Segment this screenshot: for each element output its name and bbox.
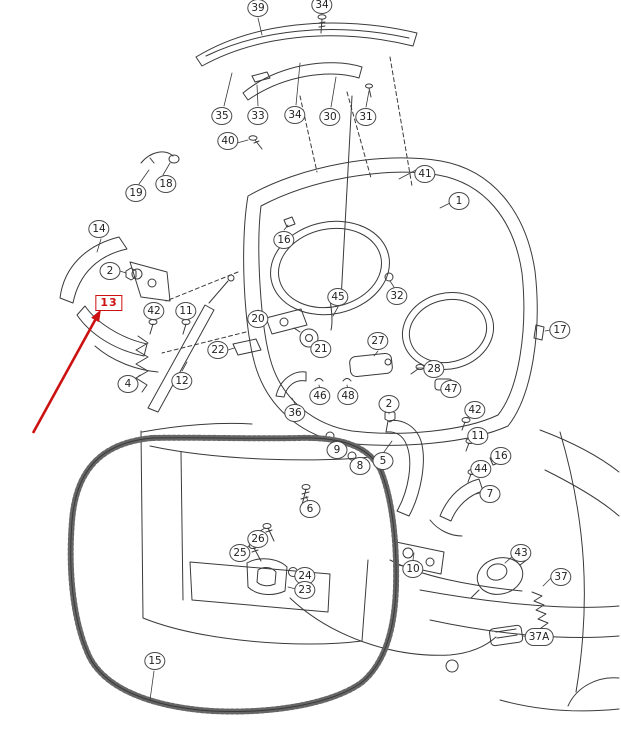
- trunk-seal: [67, 434, 400, 715]
- callout-8[interactable]: 8: [349, 457, 371, 475]
- callout-2[interactable]: 2: [99, 262, 121, 280]
- callout-47[interactable]: 47: [440, 380, 462, 398]
- callout-5[interactable]: 5: [372, 452, 394, 470]
- callout-7[interactable]: 7: [479, 485, 501, 503]
- callout-34[interactable]: 34: [284, 106, 306, 124]
- callout-26[interactable]: 26: [247, 530, 269, 548]
- callout-37a[interactable]: 37A: [524, 628, 554, 646]
- callout-11[interactable]: 11: [467, 427, 489, 445]
- callout-48[interactable]: 48: [337, 387, 359, 405]
- callout-21[interactable]: 21: [310, 340, 332, 358]
- callout-14[interactable]: 14: [88, 220, 110, 238]
- callout-19[interactable]: 19: [125, 184, 147, 202]
- callout-45[interactable]: 45: [327, 288, 349, 306]
- car-body-outline: [389, 429, 620, 712]
- callout-16[interactable]: 16: [273, 231, 295, 249]
- callout-18[interactable]: 18: [155, 175, 177, 193]
- callout-32[interactable]: 32: [386, 287, 408, 305]
- callout-28[interactable]: 28: [423, 360, 445, 378]
- callout-20[interactable]: 20: [247, 310, 269, 328]
- callout-33[interactable]: 33: [247, 107, 269, 125]
- spoiler-strips: [195, 22, 418, 101]
- highlight-part-label[interactable]: 13: [95, 295, 123, 311]
- callout-9[interactable]: 9: [326, 441, 348, 459]
- callout-36[interactable]: 36: [284, 404, 306, 422]
- callout-34[interactable]: 34: [311, 0, 333, 14]
- callout-39[interactable]: 39: [247, 0, 269, 17]
- callout-42[interactable]: 42: [143, 302, 165, 320]
- callout-30[interactable]: 30: [319, 108, 341, 126]
- lock-cylinder-group: [289, 557, 549, 673]
- callout-42[interactable]: 42: [464, 401, 486, 419]
- callout-2[interactable]: 2: [378, 395, 400, 413]
- callout-4[interactable]: 4: [117, 375, 139, 393]
- callout-31[interactable]: 31: [355, 108, 377, 126]
- callout-41[interactable]: 41: [414, 165, 436, 183]
- callout-27[interactable]: 27: [367, 332, 389, 350]
- callout-10[interactable]: 10: [402, 560, 424, 578]
- callout-1[interactable]: 1: [448, 192, 470, 210]
- callout-15[interactable]: 15: [144, 652, 166, 670]
- callout-16[interactable]: 16: [490, 447, 512, 465]
- callout-6[interactable]: 6: [299, 500, 321, 518]
- callout-40[interactable]: 40: [217, 132, 239, 150]
- callout-23[interactable]: 23: [294, 581, 316, 599]
- trunk-lid-panel: [243, 157, 545, 446]
- callout-35[interactable]: 35: [211, 107, 233, 125]
- callout-12[interactable]: 12: [171, 372, 193, 390]
- callout-17[interactable]: 17: [549, 321, 571, 339]
- lever-parts: [140, 151, 180, 164]
- callout-43[interactable]: 43: [510, 544, 532, 562]
- callout-25[interactable]: 25: [229, 544, 251, 562]
- callout-37[interactable]: 37: [550, 568, 572, 586]
- callout-22[interactable]: 22: [207, 341, 229, 359]
- fastener-icons-top: [248, 14, 373, 150]
- callout-46[interactable]: 46: [309, 387, 331, 405]
- callout-11[interactable]: 11: [175, 302, 197, 320]
- callout-44[interactable]: 44: [470, 460, 492, 478]
